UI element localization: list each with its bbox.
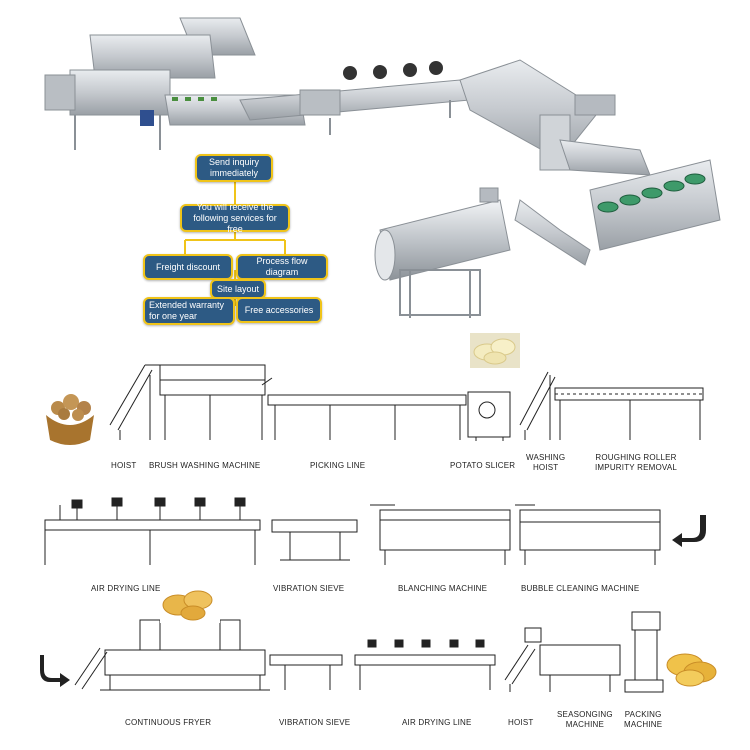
label-row3-continuous-fryer: CONTINUOUS FRYER — [125, 718, 212, 727]
row1-picking-line-drawing — [267, 394, 467, 440]
row3-hoist-drawing — [74, 647, 108, 690]
row2-bubble-cleaning-drawing — [515, 504, 661, 565]
process-flow-label: Process flow diagram — [256, 256, 308, 277]
freight-discount-label: Freight discount — [155, 261, 221, 272]
label-row3-hoist: HOIST — [508, 718, 534, 727]
label-row3-air-drying: AIR DRYING LINE — [402, 718, 472, 727]
label-row3-packing: PACKING MACHINE — [624, 710, 663, 729]
render-air-dryer-section — [239, 61, 471, 135]
label-row2-air-drying: AIR DRYING LINE — [91, 584, 161, 593]
site-layout-box: Site layout — [210, 279, 266, 299]
row3-air-drying-drawing — [354, 639, 496, 690]
label-row1-washing-hoist: WASHING HOIST — [526, 453, 566, 472]
receive-services-label: You will receive the following services … — [193, 201, 277, 234]
label-row3-vibration-sieve: VIBRATION SIEVE — [279, 718, 351, 727]
potato-basket-icon — [46, 394, 94, 445]
row3-seasoning-drawing — [524, 627, 621, 692]
label-row1-potato-slicer: POTATO SLICER — [450, 461, 516, 470]
label-row2-blanching: BLANCHING MACHINE — [398, 584, 488, 593]
site-layout-label: Site layout — [216, 283, 260, 294]
row3-hoist2-drawing — [504, 644, 536, 692]
label-row1-hoist: HOIST — [111, 461, 137, 470]
machine-render — [44, 17, 721, 318]
label-row1-brush-washing: BRUSH WASHING MACHINE — [149, 461, 261, 470]
free-accessories-label: Free accessories — [244, 304, 314, 315]
row2-vibration-sieve-drawing — [271, 519, 358, 561]
row3-vibration-sieve-drawing — [269, 654, 343, 690]
row2-blanching-drawing — [370, 504, 511, 565]
label-row1-roughing-roller: ROUGHING ROLLER IMPURITY REMOVAL — [595, 453, 678, 472]
extended-warranty-box: Extended warranty for one year — [143, 297, 235, 325]
row3-packing-drawing — [624, 611, 664, 693]
row3-turn-arrow-icon — [40, 655, 70, 687]
row1-hoist-drawing — [109, 364, 160, 440]
process-flow-box: Process flow diagram — [236, 254, 328, 280]
row2-turn-arrow-icon — [672, 515, 706, 547]
row1-washing-hoist-drawing — [519, 371, 556, 440]
chips-photo-bottom — [666, 653, 717, 687]
render-fryer-section — [459, 59, 651, 176]
row1-brush-washer-drawing — [159, 364, 273, 440]
row2-air-drying-drawing — [44, 497, 261, 565]
label-row3-seasoning: SEASONGING MACHINE — [557, 710, 613, 729]
service-connectors — [184, 180, 286, 306]
receive-services-box: You will receive the following services … — [180, 201, 290, 234]
render-washer-section — [44, 17, 306, 150]
freight-discount-box: Freight discount — [143, 254, 233, 280]
label-row2-bubble-cleaning: BUBBLE CLEANING MACHINE — [521, 584, 640, 593]
free-accessories-box: Free accessories — [236, 297, 322, 323]
render-seasoning-section — [374, 159, 721, 318]
chips-photo-middle — [160, 588, 220, 623]
send-inquiry-box[interactable]: Send inquiry immediately — [195, 154, 273, 182]
row3-fryer-drawing — [100, 619, 270, 691]
extended-warranty-label: Extended warranty for one year — [149, 300, 225, 321]
row1-slicer-drawing — [467, 391, 511, 441]
send-inquiry-label: Send inquiry immediately — [208, 157, 260, 178]
label-row2-vibration-sieve: VIBRATION SIEVE — [273, 584, 345, 593]
row1-roughing-roller-drawing — [554, 387, 704, 440]
label-row1-picking-line: PICKING LINE — [310, 461, 366, 470]
